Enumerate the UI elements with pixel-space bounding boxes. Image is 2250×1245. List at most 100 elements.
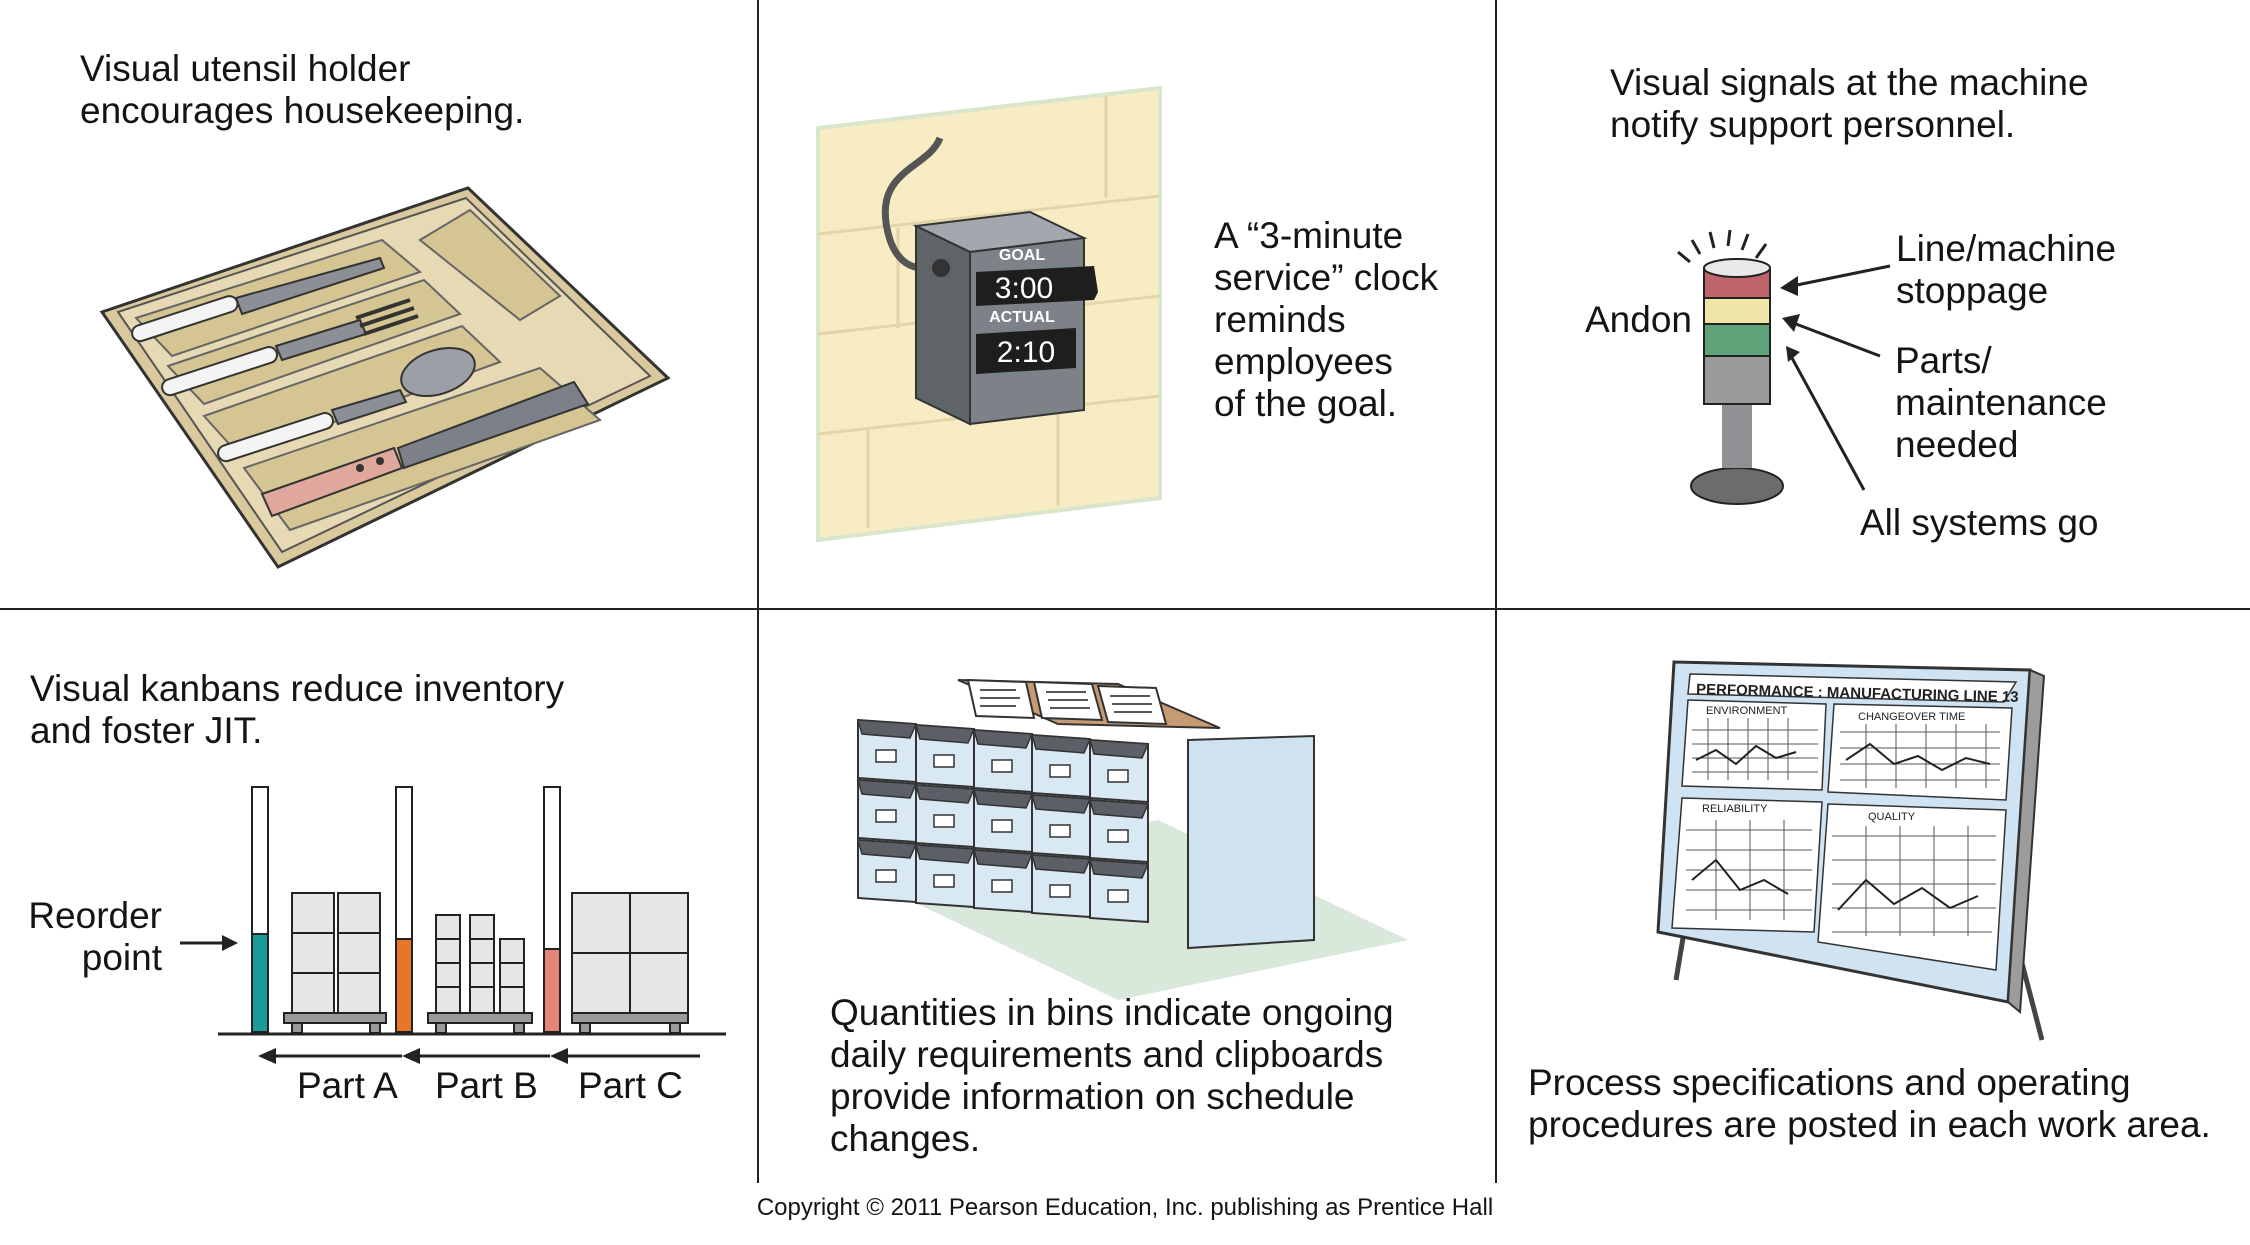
reorder-arrow: [180, 935, 238, 951]
bin: [914, 843, 976, 909]
goal-label: GOAL: [999, 247, 1045, 264]
bin-grid: [856, 718, 1150, 924]
tray-slot-side: [418, 208, 562, 322]
spoon: [217, 347, 476, 463]
copyright-notice: Copyright © 2011 Pearson Education, Inc.…: [756, 1194, 1494, 1221]
andon-label: Andon: [1585, 299, 1692, 340]
clock-box-side: [915, 224, 971, 426]
board-caption-line-2: procedures are posted in each work area.: [1528, 1104, 2211, 1145]
actual-display: [976, 328, 1076, 374]
clock-caption-line-1: A “3-minute: [1214, 215, 1404, 256]
board-chart-areas: [1671, 699, 2013, 971]
andon-yellow-caption-line-1: Parts/: [1895, 340, 1992, 381]
andon-pole-shade: [1722, 400, 1752, 468]
bins-caption-line-1: Quantities in bins indicate ongoing: [830, 992, 1394, 1033]
goal-display: [976, 266, 1098, 306]
board-title-bar: [1687, 673, 2018, 703]
bin: [972, 788, 1034, 854]
bin: [1030, 853, 1092, 919]
reorder-point-label: Reorder point: [28, 895, 162, 979]
andon-caption-line-1: Visual signals at the machine: [1610, 62, 2089, 103]
reorder-point-line-2: point: [81, 937, 162, 978]
bin: [856, 778, 918, 844]
bin: [1030, 733, 1092, 799]
part-a-label: Part A: [297, 1065, 398, 1106]
bins-caption: Quantities in bins indicate ongoing dail…: [830, 992, 1394, 1160]
board-section-environment: ENVIRONMENT: [1706, 705, 1788, 717]
andon-cap: [1703, 258, 1771, 278]
clock-cord-plug: [932, 259, 950, 277]
andon-caption-line-2: notify support personnel.: [1610, 104, 2016, 145]
andon-collar: [1703, 351, 1771, 405]
performance-board-illustration: PERFORMANCE : MANUFACTURING LINE 13 ENVI…: [1656, 660, 2046, 1041]
kanban-caption-line-1: Visual kanbans reduce inventory: [30, 668, 565, 709]
bin: [914, 723, 976, 789]
andon-pointer-lines: [1790, 264, 1891, 491]
steak-knife: [260, 380, 590, 518]
clipboards: [957, 678, 1221, 729]
actual-label: ACTUAL: [989, 309, 1055, 326]
kanban-tube-b: [395, 786, 413, 1033]
board-section-quality: QUALITY: [1868, 811, 1916, 823]
kanban-caption: Visual kanbans reduce inventory and fost…: [30, 668, 564, 752]
kanban-tube-a: [251, 786, 269, 1033]
andon-yellow-light: [1703, 295, 1771, 325]
bin: [972, 728, 1034, 794]
utensil-caption: Visual utensil holder encourages houseke…: [80, 48, 524, 132]
andon-green-light: [1703, 321, 1771, 357]
board-section-changeover: CHANGEOVER TIME: [1858, 711, 1965, 723]
andon-red-caption: Line/machine stoppage: [1896, 228, 2116, 312]
actual-value: 2:10: [997, 336, 1055, 369]
bins-caption-line-3: provide information on schedule: [830, 1076, 1355, 1117]
andon-red-caption-line-1: Line/machine: [1896, 228, 2117, 269]
board-section-reliability: RELIABILITY: [1702, 803, 1768, 815]
clock-caption-line-5: of the goal.: [1214, 383, 1398, 424]
bin: [856, 718, 918, 784]
bin: [914, 783, 976, 849]
andon-arrowheads: [1780, 276, 1800, 362]
part-a-stock: [283, 892, 387, 1034]
board-caption-line-1: Process specifications and operating: [1528, 1062, 2131, 1103]
reorder-point-line-1: Reorder: [28, 895, 162, 936]
utensil-caption-line-2: encourages housekeeping.: [80, 90, 525, 131]
utensil-caption-line-1: Visual utensil holder: [80, 48, 411, 89]
board-caption: Process specifications and operating pro…: [1528, 1062, 2211, 1146]
andon-rays: [1677, 229, 1768, 264]
fork: [161, 298, 419, 397]
bin: [1030, 793, 1092, 859]
part-b-stock: [427, 914, 533, 1034]
andon-red-caption-line-2: stoppage: [1896, 270, 2049, 311]
utensil-tray-illustration: [99, 186, 671, 569]
clock-caption-line-3: reminds: [1214, 299, 1346, 340]
clock-caption: A “3-minute service” clock reminds emplo…: [1214, 215, 1438, 425]
bin: [1088, 798, 1150, 864]
kanban-tube-c: [543, 786, 561, 1033]
clock-caption-line-4: employees: [1214, 341, 1393, 382]
kanban-caption-line-2: and foster JIT.: [30, 710, 263, 751]
goal-value: 3:00: [995, 272, 1053, 305]
bins-side: [1187, 734, 1315, 950]
bin: [1088, 858, 1150, 924]
andon-green-caption: All systems go: [1860, 502, 2099, 543]
bins-caption-line-4: changes.: [830, 1118, 981, 1159]
part-c-label: Part C: [578, 1065, 683, 1106]
andon-yellow-caption: Parts/ maintenance needed: [1895, 340, 2107, 466]
bin: [1088, 738, 1150, 804]
bin: [856, 838, 918, 904]
kanban-illustration: [180, 786, 726, 1064]
board-edge: [2006, 668, 2046, 1015]
bins-caption-line-2: daily requirements and clipboards: [830, 1034, 1384, 1075]
andon-yellow-caption-line-2: maintenance: [1895, 382, 2107, 423]
bins-illustration: [856, 678, 1408, 1000]
andon-caption: Visual signals at the machine notify sup…: [1610, 62, 2089, 146]
service-clock-illustration: GOAL 3:00 ACTUAL 2:10: [816, 85, 1162, 543]
part-b-label: Part B: [435, 1065, 538, 1106]
board-gridlines: [1686, 718, 2000, 936]
part-c-stock: [571, 892, 689, 1034]
butter-knife: [131, 256, 386, 343]
bin: [972, 848, 1034, 914]
andon-yellow-caption-line-3: needed: [1895, 424, 2019, 465]
clock-caption-line-2: service” clock: [1214, 257, 1439, 298]
